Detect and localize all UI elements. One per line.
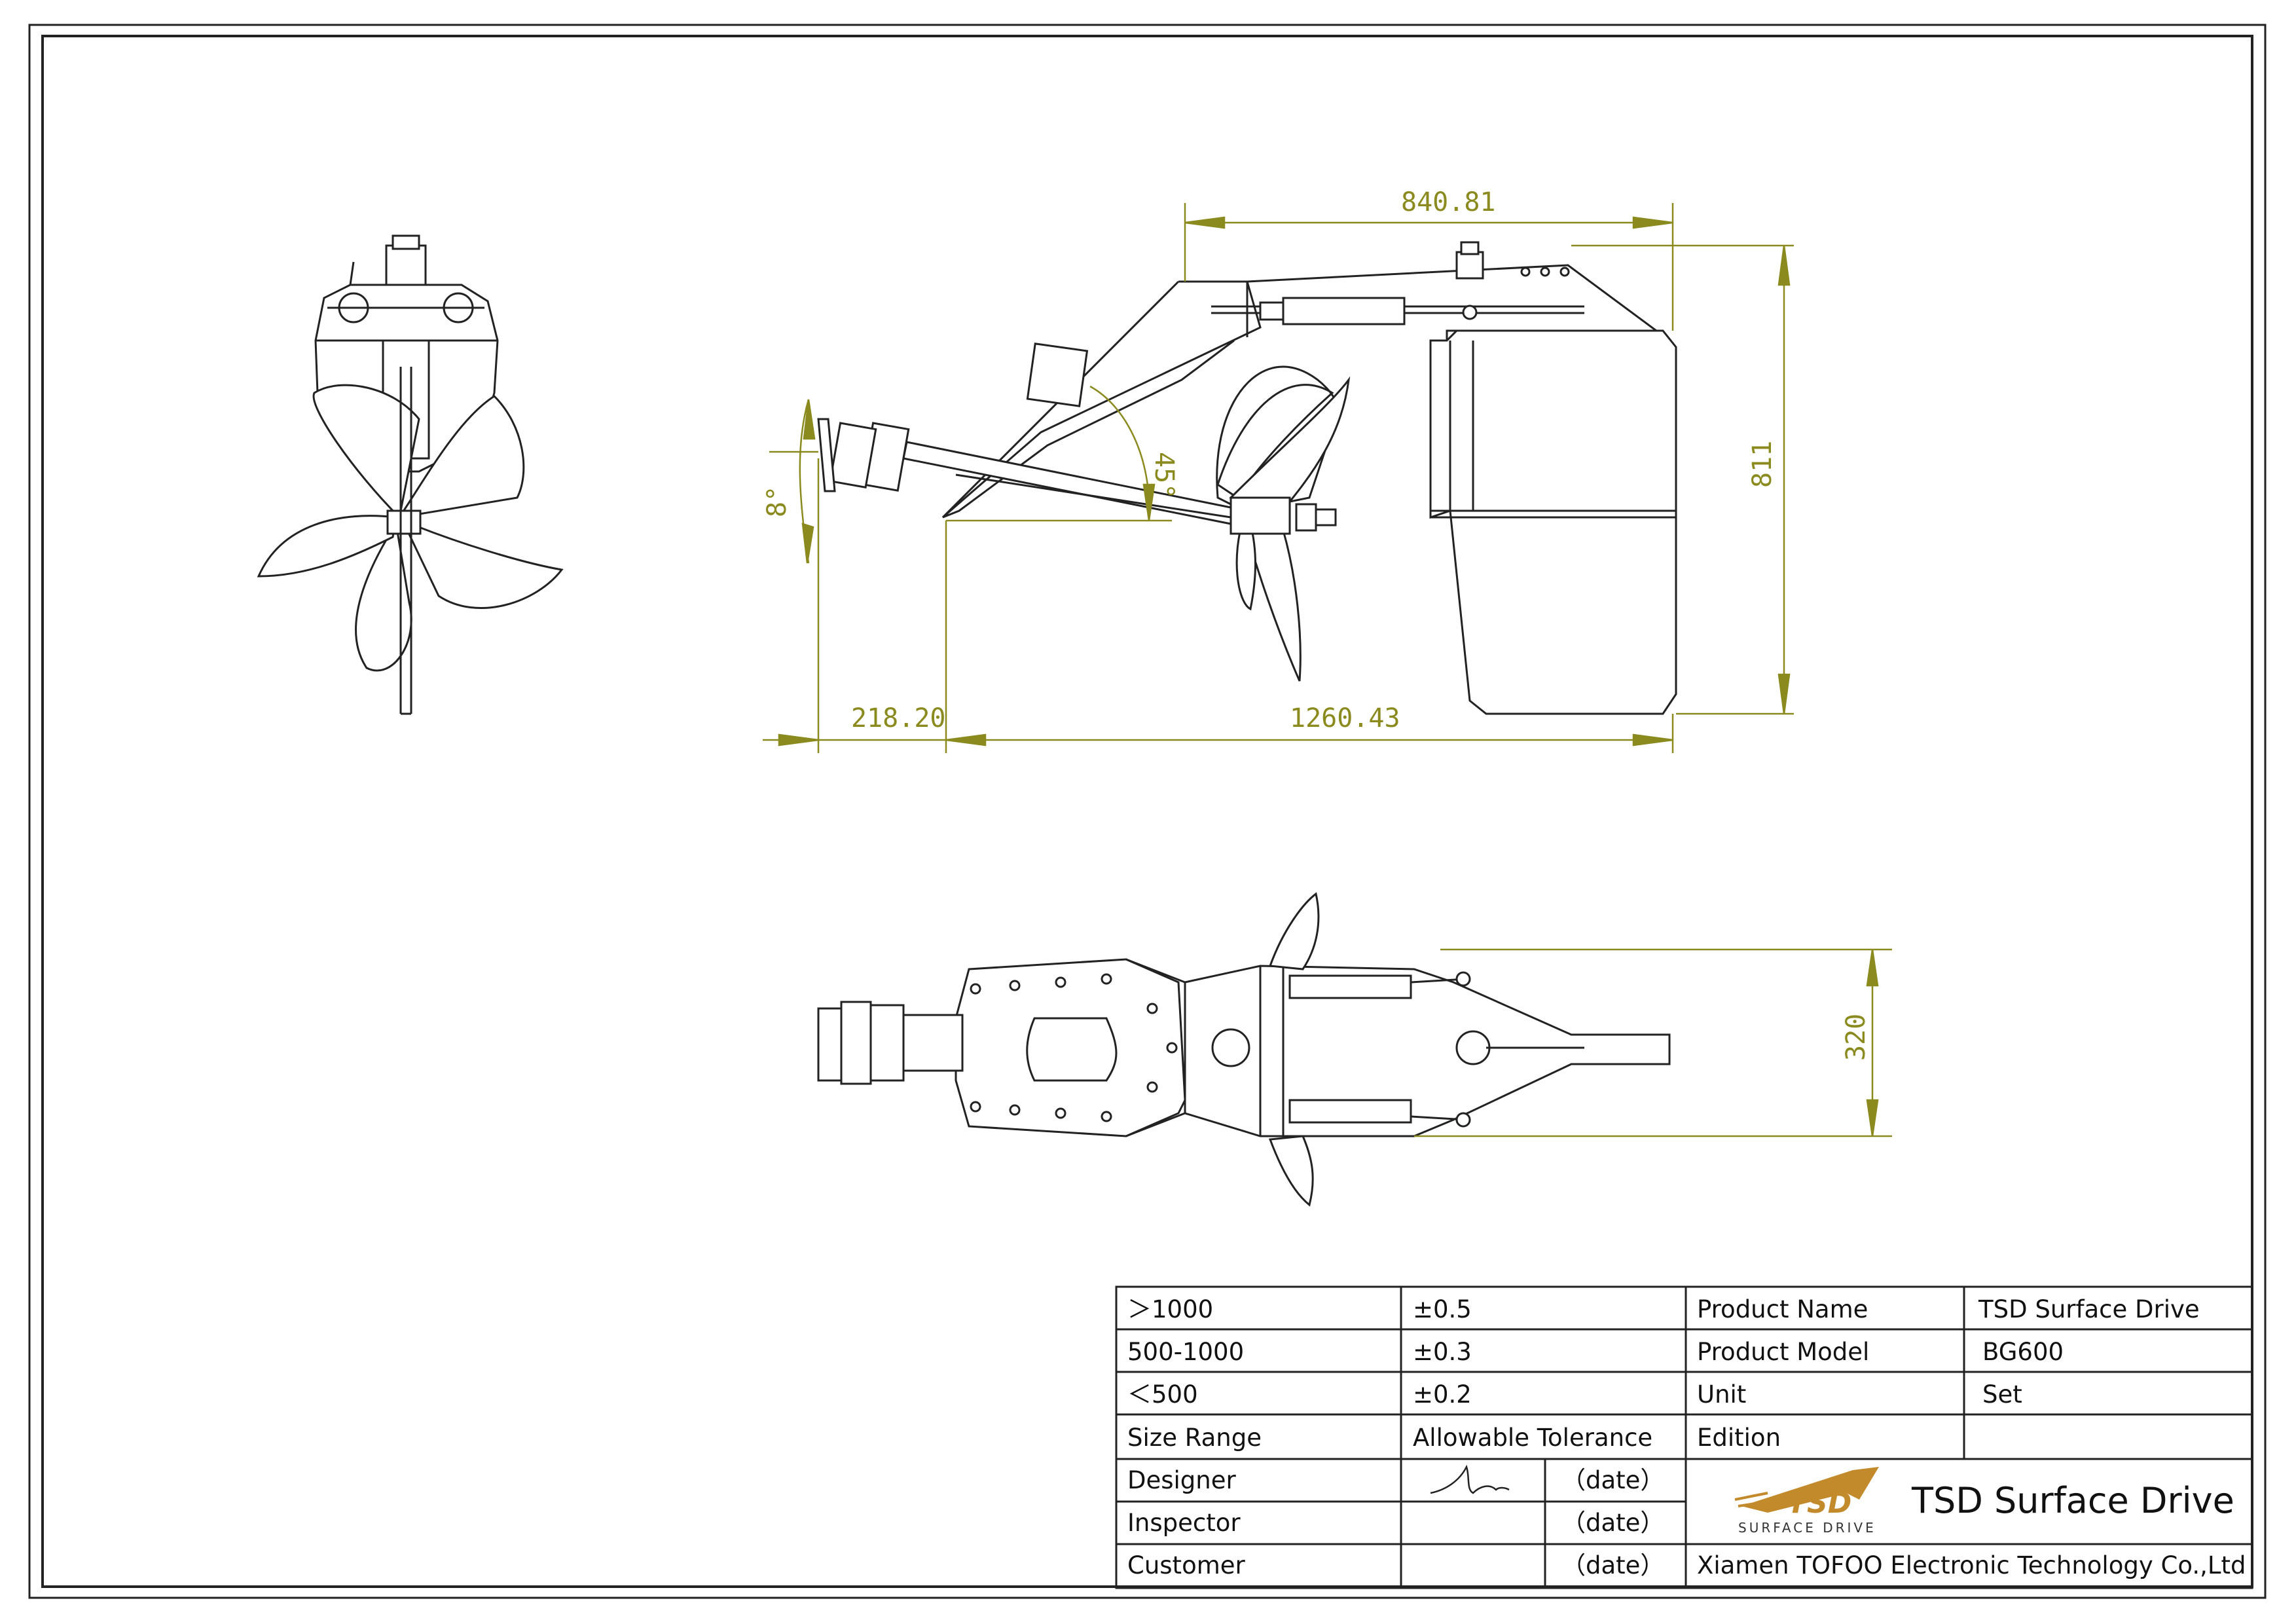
company-name: Xiamen TOFOO Electronic Technology Co.,L… xyxy=(1697,1551,2246,1579)
inspector-date: （date） xyxy=(1561,1509,1664,1537)
brand-title: TSD Surface Drive xyxy=(1911,1480,2234,1521)
label-product-name: Product Name xyxy=(1697,1295,1868,1323)
inspector-label: Inspector xyxy=(1127,1509,1241,1537)
dim-front-offset: 218.20 xyxy=(851,703,946,733)
range-header: Size Range xyxy=(1127,1424,1262,1452)
logo-subtext: SURFACE DRIVE xyxy=(1738,1520,1876,1536)
tolerance-header: Allowable Tolerance xyxy=(1413,1424,1652,1452)
value-product-name: TSD Surface Drive xyxy=(1978,1295,2200,1323)
tolerance-row1: ±0.5 xyxy=(1413,1295,1472,1323)
dim-angle-8: 8° xyxy=(762,486,792,517)
label-edition: Edition xyxy=(1697,1424,1781,1452)
range-row1: ＞1000 xyxy=(1127,1295,1213,1323)
range-row3: ＜500 xyxy=(1127,1380,1198,1409)
value-product-model: BG600 xyxy=(1982,1338,2064,1366)
side-view xyxy=(818,242,1676,714)
value-unit: Set xyxy=(1982,1380,2022,1409)
dim-overall-length: 1260.43 xyxy=(1290,703,1400,733)
designer-signature xyxy=(1430,1467,1509,1493)
top-view xyxy=(818,894,1669,1205)
label-product-model: Product Model xyxy=(1697,1338,1869,1366)
designer-date: （date） xyxy=(1561,1466,1664,1494)
logo-text: TSD xyxy=(1787,1486,1851,1520)
tolerance-row2: ±0.3 xyxy=(1413,1338,1472,1366)
title-block xyxy=(1116,1287,2252,1588)
customer-label: Customer xyxy=(1127,1551,1246,1579)
label-unit: Unit xyxy=(1697,1380,1746,1409)
dim-height: 811 xyxy=(1747,441,1777,488)
designer-label: Designer xyxy=(1127,1466,1237,1494)
range-row2: 500-1000 xyxy=(1127,1338,1244,1366)
tsd-logo: TSD SURFACE DRIVE xyxy=(1735,1467,1879,1536)
front-view xyxy=(259,236,562,714)
dim-angle-45: 45° xyxy=(1149,452,1179,499)
dim-top-length: 840.81 xyxy=(1401,187,1496,217)
dim-width: 320 xyxy=(1841,1014,1871,1061)
customer-date: （date） xyxy=(1561,1551,1664,1579)
tolerance-row3: ±0.2 xyxy=(1413,1380,1472,1409)
